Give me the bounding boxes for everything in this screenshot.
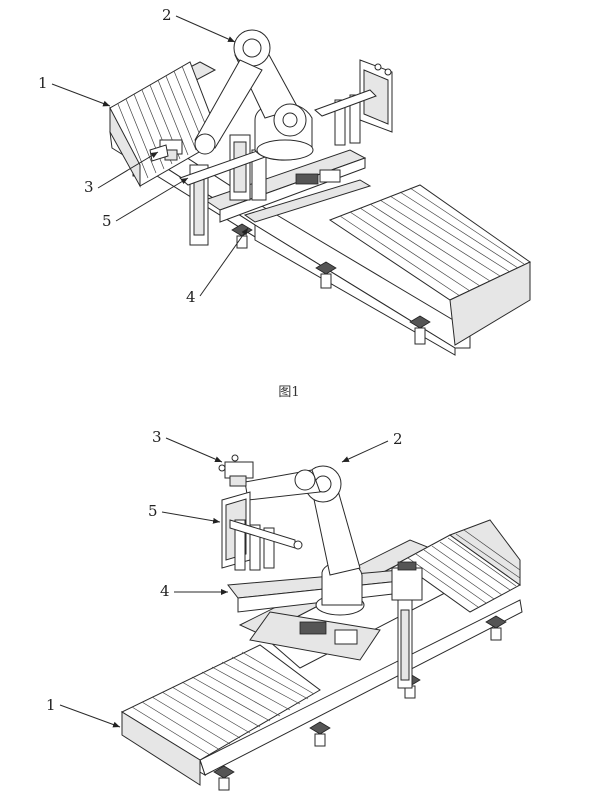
fig2-callouts: 3 2 5 4 1: [46, 428, 403, 728]
fig2-front-conveyor: [120, 644, 321, 786]
fig2-callout-1: 1: [46, 696, 56, 714]
fig2-end-effector: [218, 454, 254, 487]
fig1-leader-3: [97, 151, 159, 189]
fig1-callout-5: 5: [102, 212, 112, 230]
fig2-gripper-station: [221, 491, 303, 571]
fig2-leader-3: [165, 437, 223, 463]
fig1-end-effector: [149, 139, 183, 162]
fig1-leader-2: [175, 15, 236, 43]
fig2-motor-column: [391, 561, 423, 689]
figure-2: 3 2 5 4 1: [46, 428, 523, 791]
figure-1: 1 2 3 5 4 图1: [38, 6, 531, 400]
fig1-right-fixture: [314, 59, 393, 146]
fig1-caption: 图1: [278, 385, 299, 400]
fig1-callout-4: 4: [186, 288, 196, 306]
fig2-leader-2: [341, 440, 389, 463]
fig2-back-conveyor: [399, 519, 521, 613]
fig2-leader-1: [59, 704, 121, 728]
fig2-robot-arm: [244, 465, 365, 616]
fig1-leader-4: [199, 227, 249, 297]
fig1-callouts: 1 2 3 5 4: [38, 6, 249, 306]
fig1-leader-5: [115, 177, 189, 222]
fig1-right-conveyor: [328, 184, 531, 346]
fig2-leader-5: [161, 511, 221, 524]
fig2-callout-4: 4: [160, 582, 170, 600]
fig2-callout-2: 2: [393, 430, 403, 448]
fig2-callout-3: 3: [152, 428, 162, 446]
fig2-callout-5: 5: [148, 502, 158, 520]
fig1-leader-1: [51, 83, 111, 107]
fig1-robot-arm: [194, 29, 314, 161]
fig1-callout-2: 2: [162, 6, 172, 24]
fig1-callout-3: 3: [84, 178, 94, 196]
fig1-callout-1: 1: [38, 74, 48, 92]
